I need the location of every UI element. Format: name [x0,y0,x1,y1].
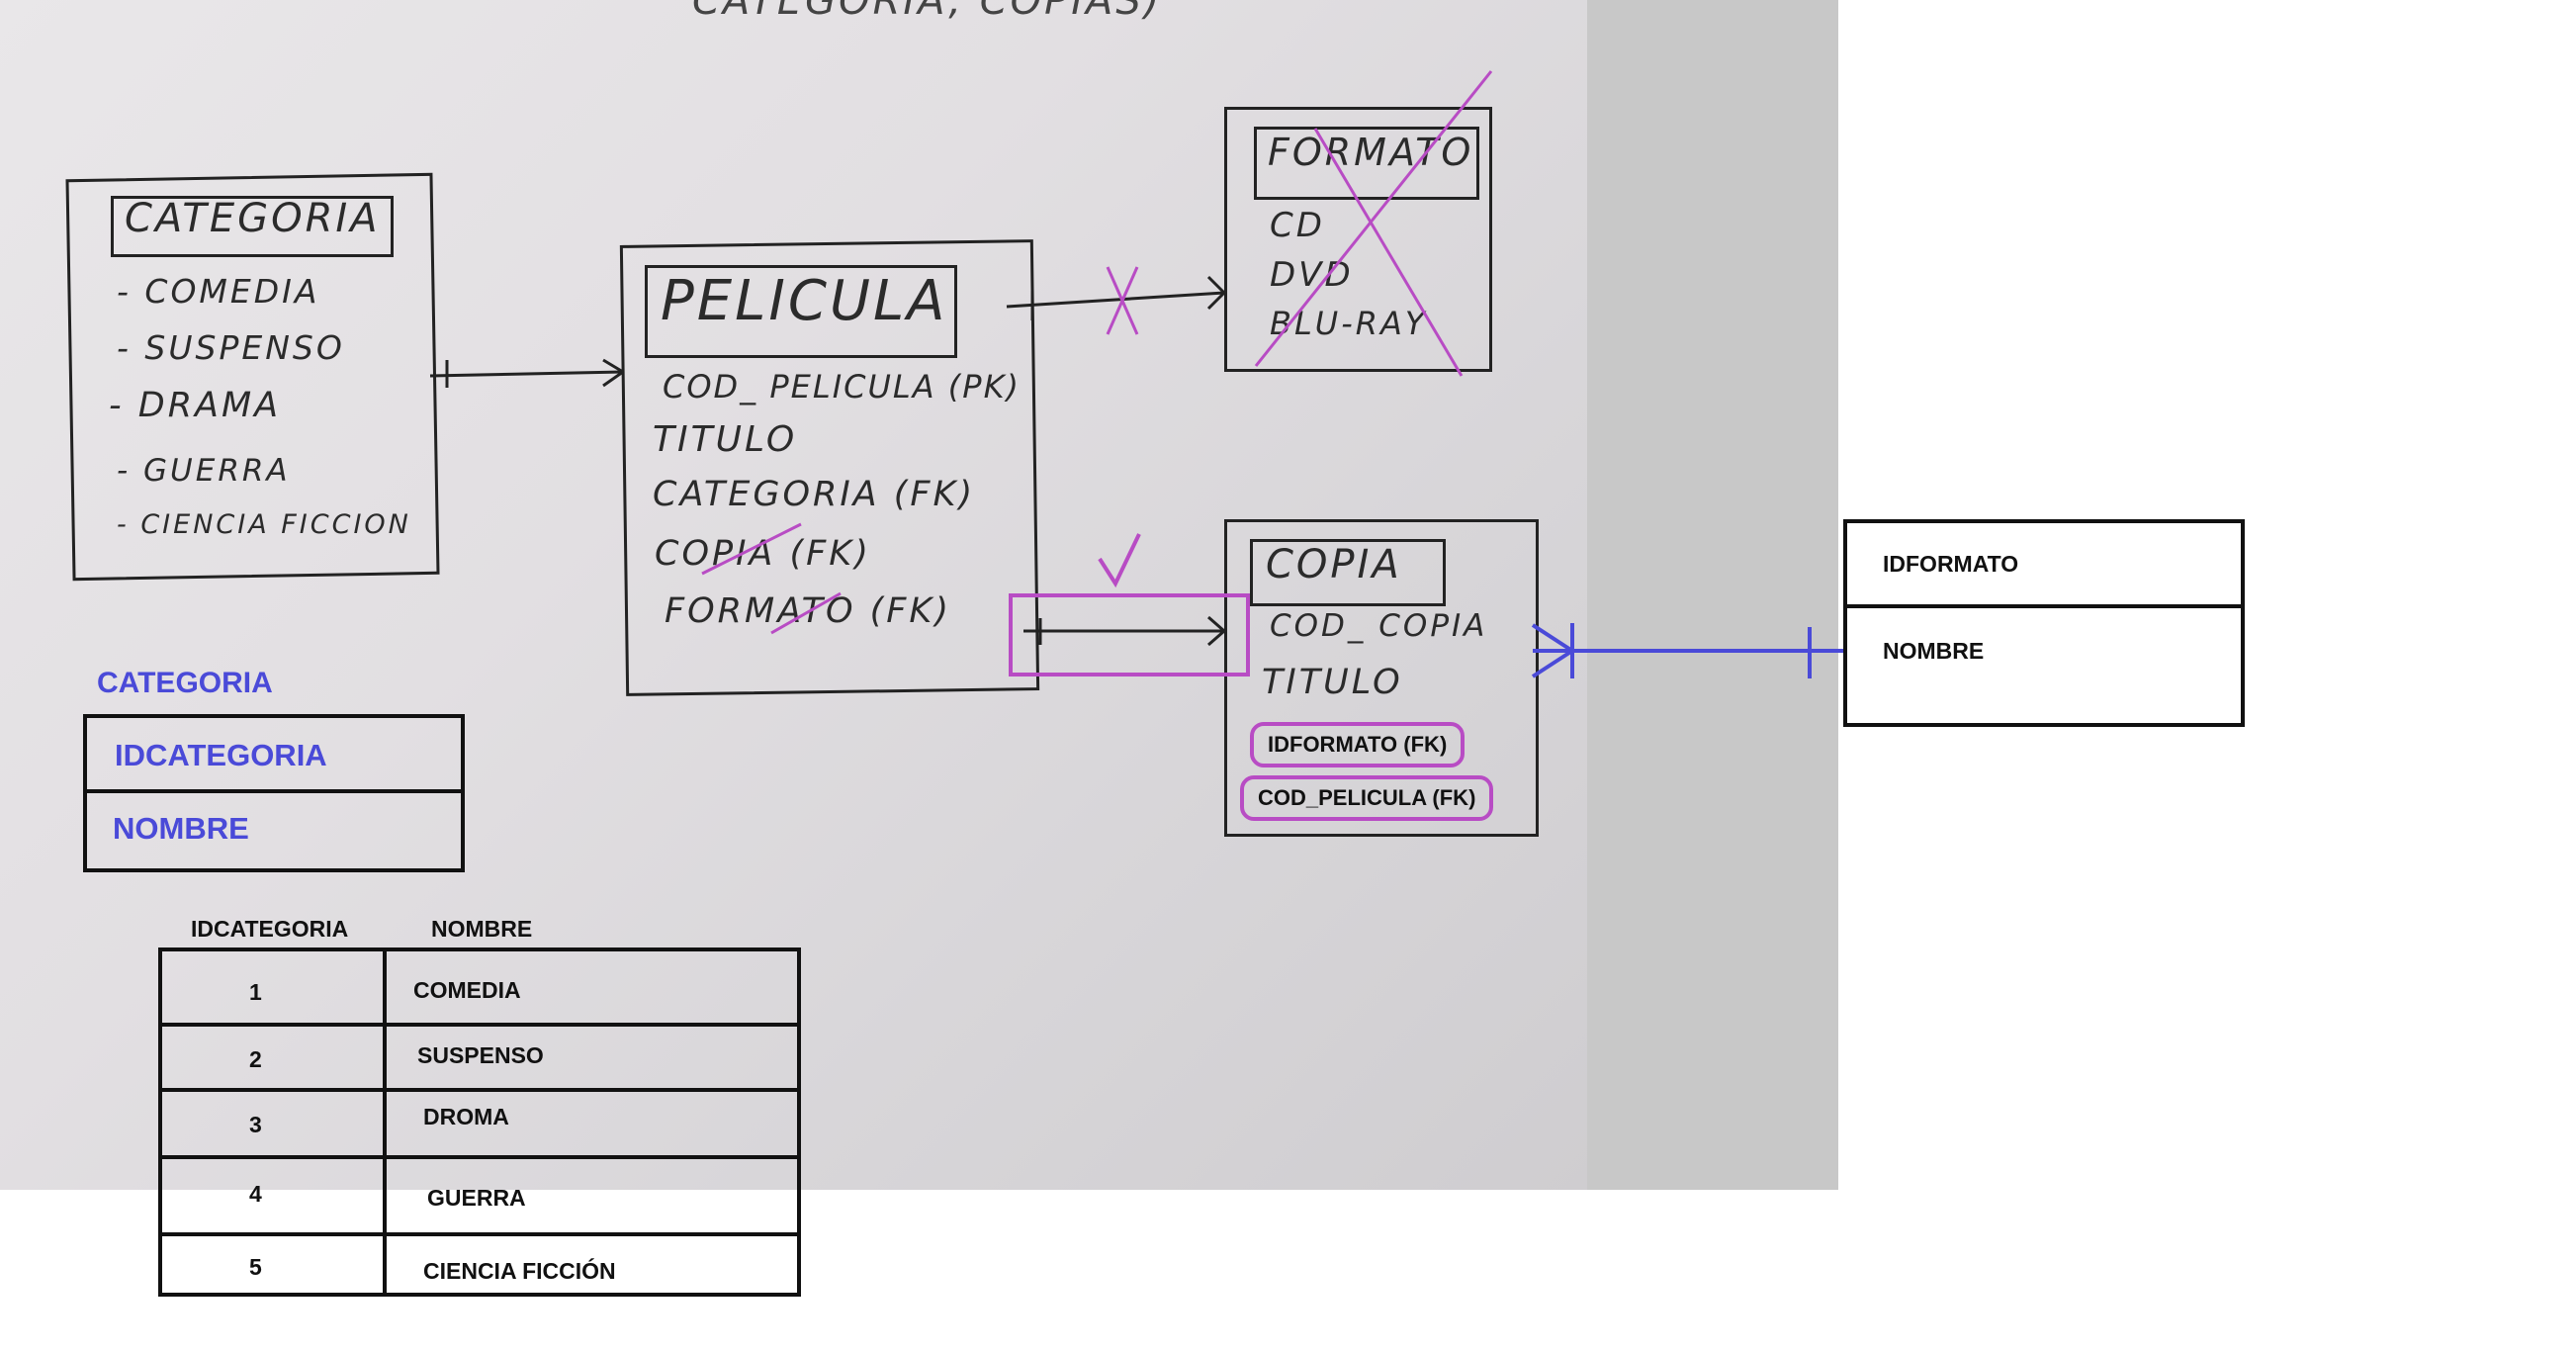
sketch-categoria-item: - DRAMA [109,386,282,425]
formato-schema-field: IDFORMATO [1883,551,2019,577]
blue-crowfoot [1531,649,1574,678]
table-cell-id: 2 [249,1046,262,1072]
row-divider [162,1088,797,1092]
crowfoot-mark [602,370,624,388]
sketch-formato-item: DVD [1270,255,1354,295]
sketch-pelicula-field: COD_ PELICULA (PK) [663,368,1022,406]
categoria-schema-divider [87,789,461,793]
categoria-data-table: 1 COMEDIA 2 SUSPENSO 3 DROMA 4 GUERRA 5 … [158,947,801,1297]
pink-cross [1106,266,1139,335]
row-divider [162,1232,797,1236]
categoria-data-header: NOMBRE [431,916,533,942]
pink-check-mark [1098,533,1141,588]
table-cell-nombre: DROMA [423,1104,509,1129]
row-divider [162,1023,797,1027]
sketch-pelicula-field: CATEGORIA (FK) [653,475,976,514]
sketch-formato-box [1224,107,1492,372]
categoria-schema-title: CATEGORIA [97,667,273,699]
sketch-copia-box [1224,519,1539,837]
pink-strike [701,522,802,576]
categoria-schema-field: NOMBRE [113,811,249,846]
top-scribble: CATEGORIA, COPIAS) [692,0,1163,24]
sketch-categoria-item: - GUERRA [117,453,291,489]
sketch-copia-field: TITULO [1262,663,1403,702]
blue-crowfoot [1531,623,1574,653]
column-divider [383,951,387,1293]
table-cell-nombre: CIENCIA FICCIÓN [423,1258,616,1284]
sketch-pelicula-title: PELICULA [661,269,948,333]
sketch-categoria-title-box [111,196,394,257]
table-cell-nombre: GUERRA [427,1185,526,1211]
sketch-copia-title-box [1250,539,1446,606]
table-cell-id: 5 [249,1254,262,1280]
table-cell-id: 3 [249,1112,262,1137]
crowfoot-mark [1207,615,1225,633]
table-cell-nombre: SUSPENSO [417,1042,544,1068]
sketch-categoria-title: CATEGORIA [125,196,381,241]
gray-panel [1587,0,1838,1190]
crowfoot-mark [602,358,624,374]
crowfoot-mark [1206,275,1226,295]
sketch-copia-field: COD_ COPIA [1270,608,1488,644]
categoria-schema-table: IDCATEGORIA NOMBRE [83,714,465,872]
relation-line-categoria-pelicula [429,370,624,378]
sketch-copia-fk-pill: COD_PELICULA (FK) [1240,775,1494,821]
crowfoot-mark [1207,629,1225,647]
sketch-pelicula-field: COPIA (FK) [655,534,871,574]
sketch-categoria-item: - SUSPENSO [117,328,345,367]
row-divider [162,1155,797,1159]
formato-schema-divider [1847,604,2241,608]
formato-schema-table: IDFORMATO NOMBRE [1843,519,2245,727]
sketch-categoria-item: - COMEDIA [117,272,320,311]
categoria-data-header: IDCATEGORIA [191,916,349,942]
pink-strike [770,591,842,635]
crowfoot-mark [1206,291,1226,311]
pink-cross [1254,70,1493,367]
sketch-formato-item: CD [1270,206,1325,245]
sketch-copia-title: COPIA [1266,542,1402,587]
pink-highlight-box [1009,593,1250,676]
relation-line-pelicula-formato [1006,291,1225,309]
sketch-formato-title-box [1254,127,1479,200]
sketch-pelicula-field: TITULO [653,419,798,460]
categoria-schema-field: IDCATEGORIA [115,738,327,772]
table-cell-nombre: COMEDIA [413,977,521,1003]
sketch-copia-fk-pill: IDFORMATO (FK) [1250,722,1466,767]
sketch-categoria-item: - CIENCIA FICCION [117,509,411,540]
pink-cross [1313,128,1464,377]
table-cell-id: 1 [249,979,262,1005]
sketch-formato-item: BLU-RAY [1270,305,1428,342]
formato-schema-field: NOMBRE [1883,638,1985,664]
table-cell-id: 4 [249,1181,262,1207]
sketch-pelicula-title-box [645,265,957,358]
